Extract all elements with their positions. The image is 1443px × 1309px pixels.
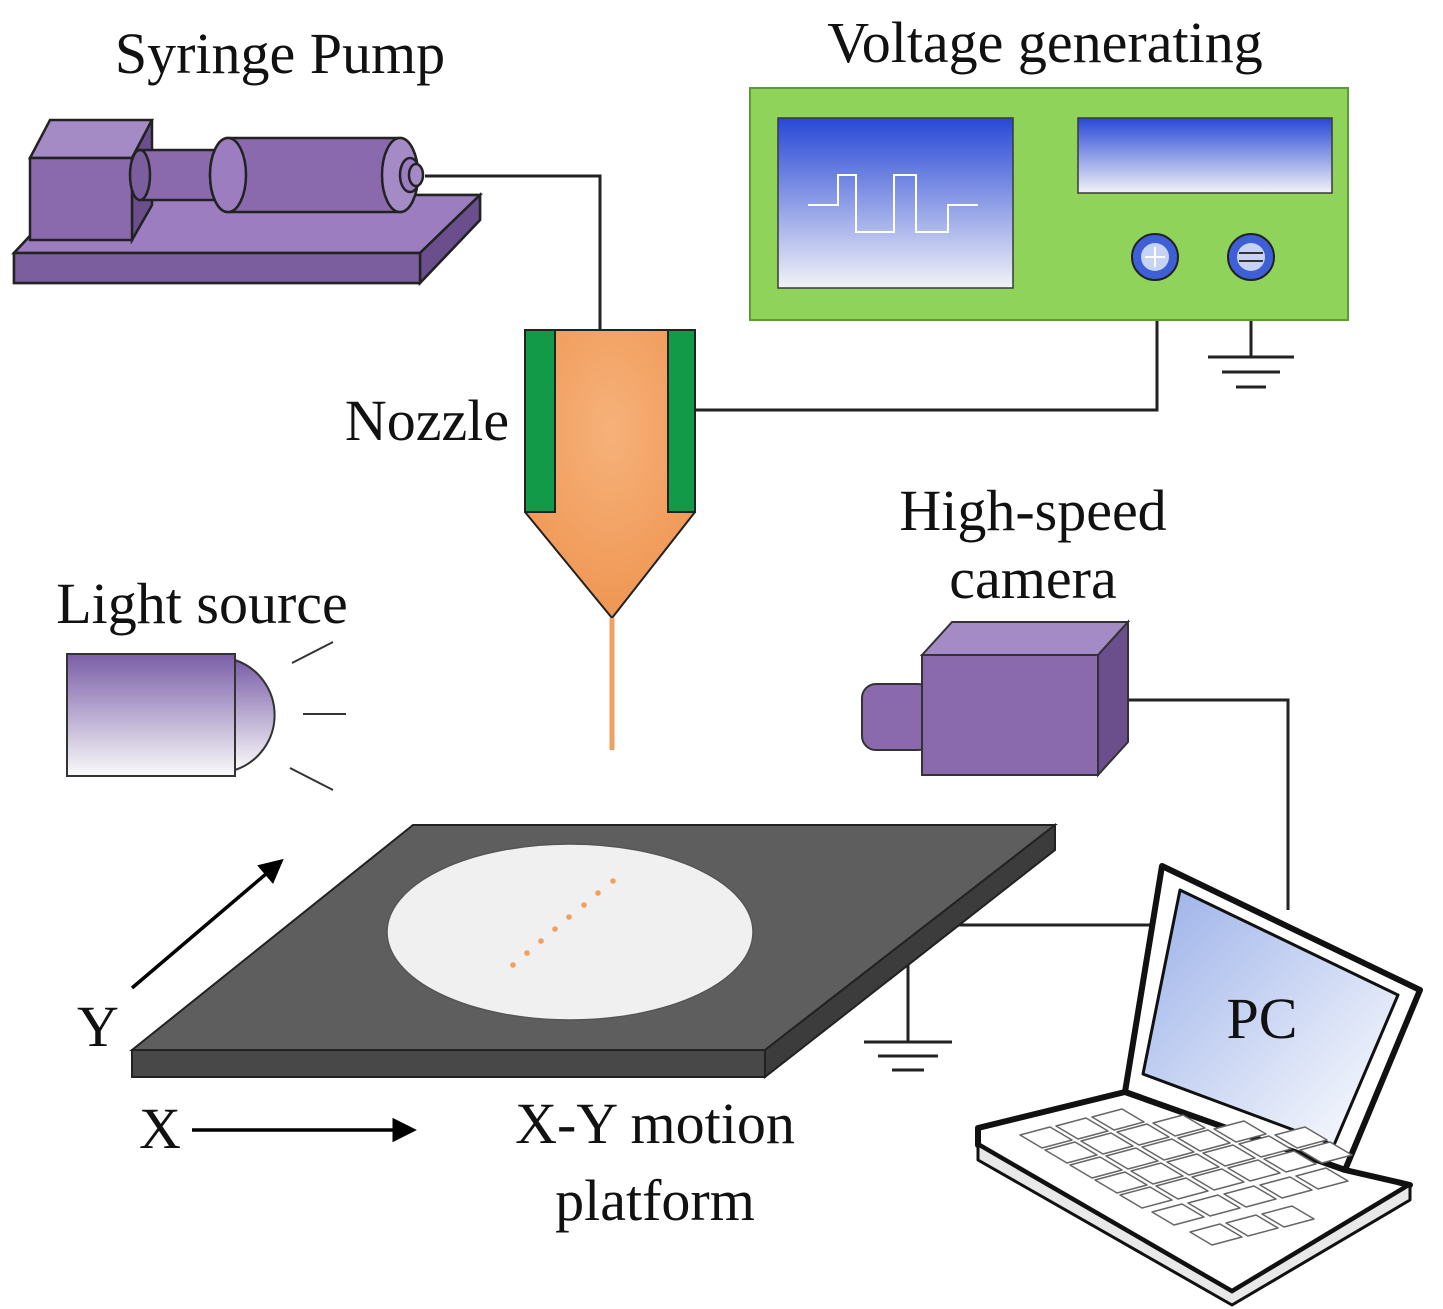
laptop-keyboard: [1019, 1108, 1353, 1246]
y-axis-label: Y: [77, 994, 119, 1059]
camera-to-pc-wire: [1125, 698, 1290, 910]
function-generator-icon: [749, 87, 1349, 321]
x-axis-label: X: [139, 1096, 181, 1161]
voltage-generating-label: Voltage generating: [827, 10, 1262, 75]
motion-platform-icon: [129, 822, 1058, 1080]
platform-label-line1: X-Y motion: [515, 1091, 795, 1156]
camera-label-line1: High-speed: [899, 478, 1166, 543]
ground-symbol-icon: [864, 1040, 952, 1072]
platform-label-line2: platform: [555, 1168, 755, 1233]
syringe-pump-icon: [11, 118, 484, 287]
waveform-screen: [777, 117, 1014, 289]
wires: [425, 174, 1290, 1042]
camera-label-line2: camera: [949, 546, 1116, 611]
printed-droplets: [510, 878, 616, 968]
nozzle-electrode-left: [524, 329, 556, 513]
light-source-label: Light source: [56, 571, 348, 636]
pump-to-nozzle-tube: [425, 174, 602, 330]
square-wave-trace: [808, 174, 978, 233]
light-ray: [291, 641, 334, 664]
laptop-icon: [975, 863, 1423, 1307]
syringe-pump-label: Syringe Pump: [115, 21, 445, 86]
substrate-wafer: [386, 843, 754, 1021]
nozzle-electrode-right: [667, 329, 696, 513]
pc-label: PC: [1227, 986, 1298, 1051]
ground-symbol-icon: [1208, 355, 1294, 389]
y-axis-arrow-icon: [130, 858, 284, 990]
nozzle-label: Nozzle: [345, 388, 509, 453]
output-terminal-icon: [1131, 233, 1179, 281]
camera-icon: [861, 619, 1131, 778]
readout-screen: [1077, 117, 1333, 194]
light-source-icon: [66, 641, 346, 791]
nozzle-icon: [524, 329, 696, 750]
ground-terminal-icon: [1227, 233, 1275, 281]
nozzle-to-generator-wire: [695, 278, 1159, 412]
light-ray: [289, 767, 334, 791]
